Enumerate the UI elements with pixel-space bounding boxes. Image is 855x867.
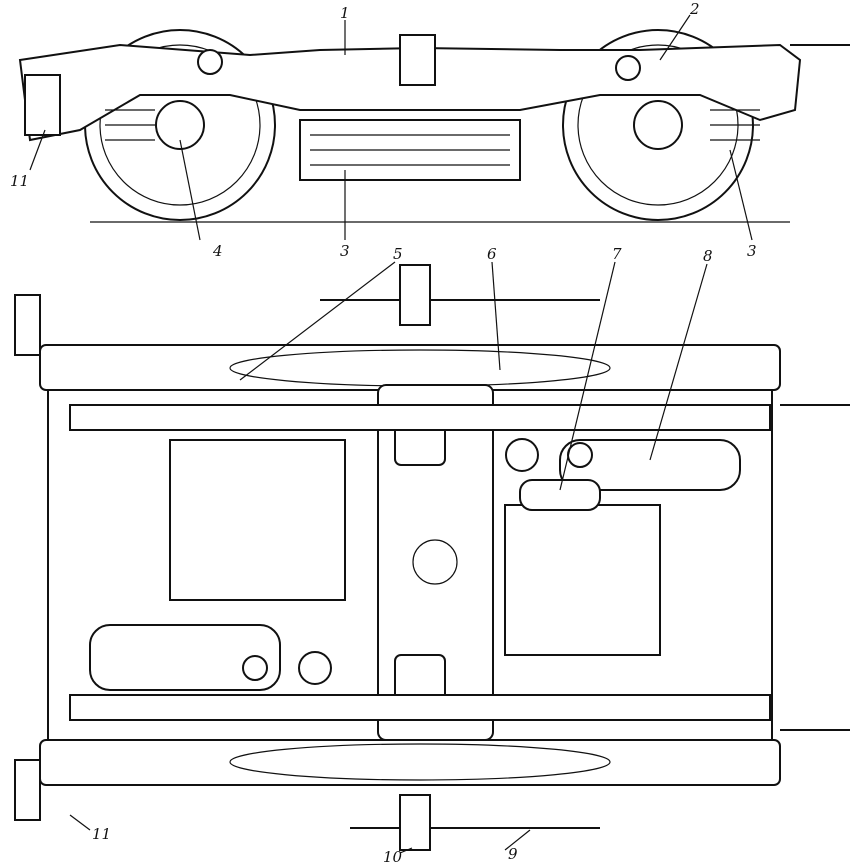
label-6: 6	[487, 245, 497, 263]
label-11-top: 11	[10, 172, 29, 190]
side-view	[18, 14, 850, 241]
side-frame-top	[39, 344, 781, 391]
label-3-left: 3	[340, 242, 350, 260]
bolster	[377, 384, 494, 741]
label-9: 9	[508, 845, 518, 863]
label-4: 4	[212, 242, 223, 260]
brake-beam-right	[504, 504, 661, 656]
label-3-right: 3	[747, 242, 757, 260]
center-bowl	[412, 539, 458, 585]
label-7: 7	[612, 245, 622, 263]
plan-view	[14, 261, 850, 854]
left-axle-box	[155, 100, 205, 150]
label-2: 2	[689, 0, 700, 18]
label-11-bottom: 11	[92, 825, 111, 843]
label-5: 5	[393, 245, 403, 263]
right-axle-box	[633, 100, 683, 150]
label-10: 10	[383, 848, 403, 866]
side-frame-bottom	[39, 739, 781, 786]
label-1: 1	[340, 4, 350, 22]
brake-beam-left	[169, 439, 346, 601]
label-8: 8	[703, 247, 713, 265]
